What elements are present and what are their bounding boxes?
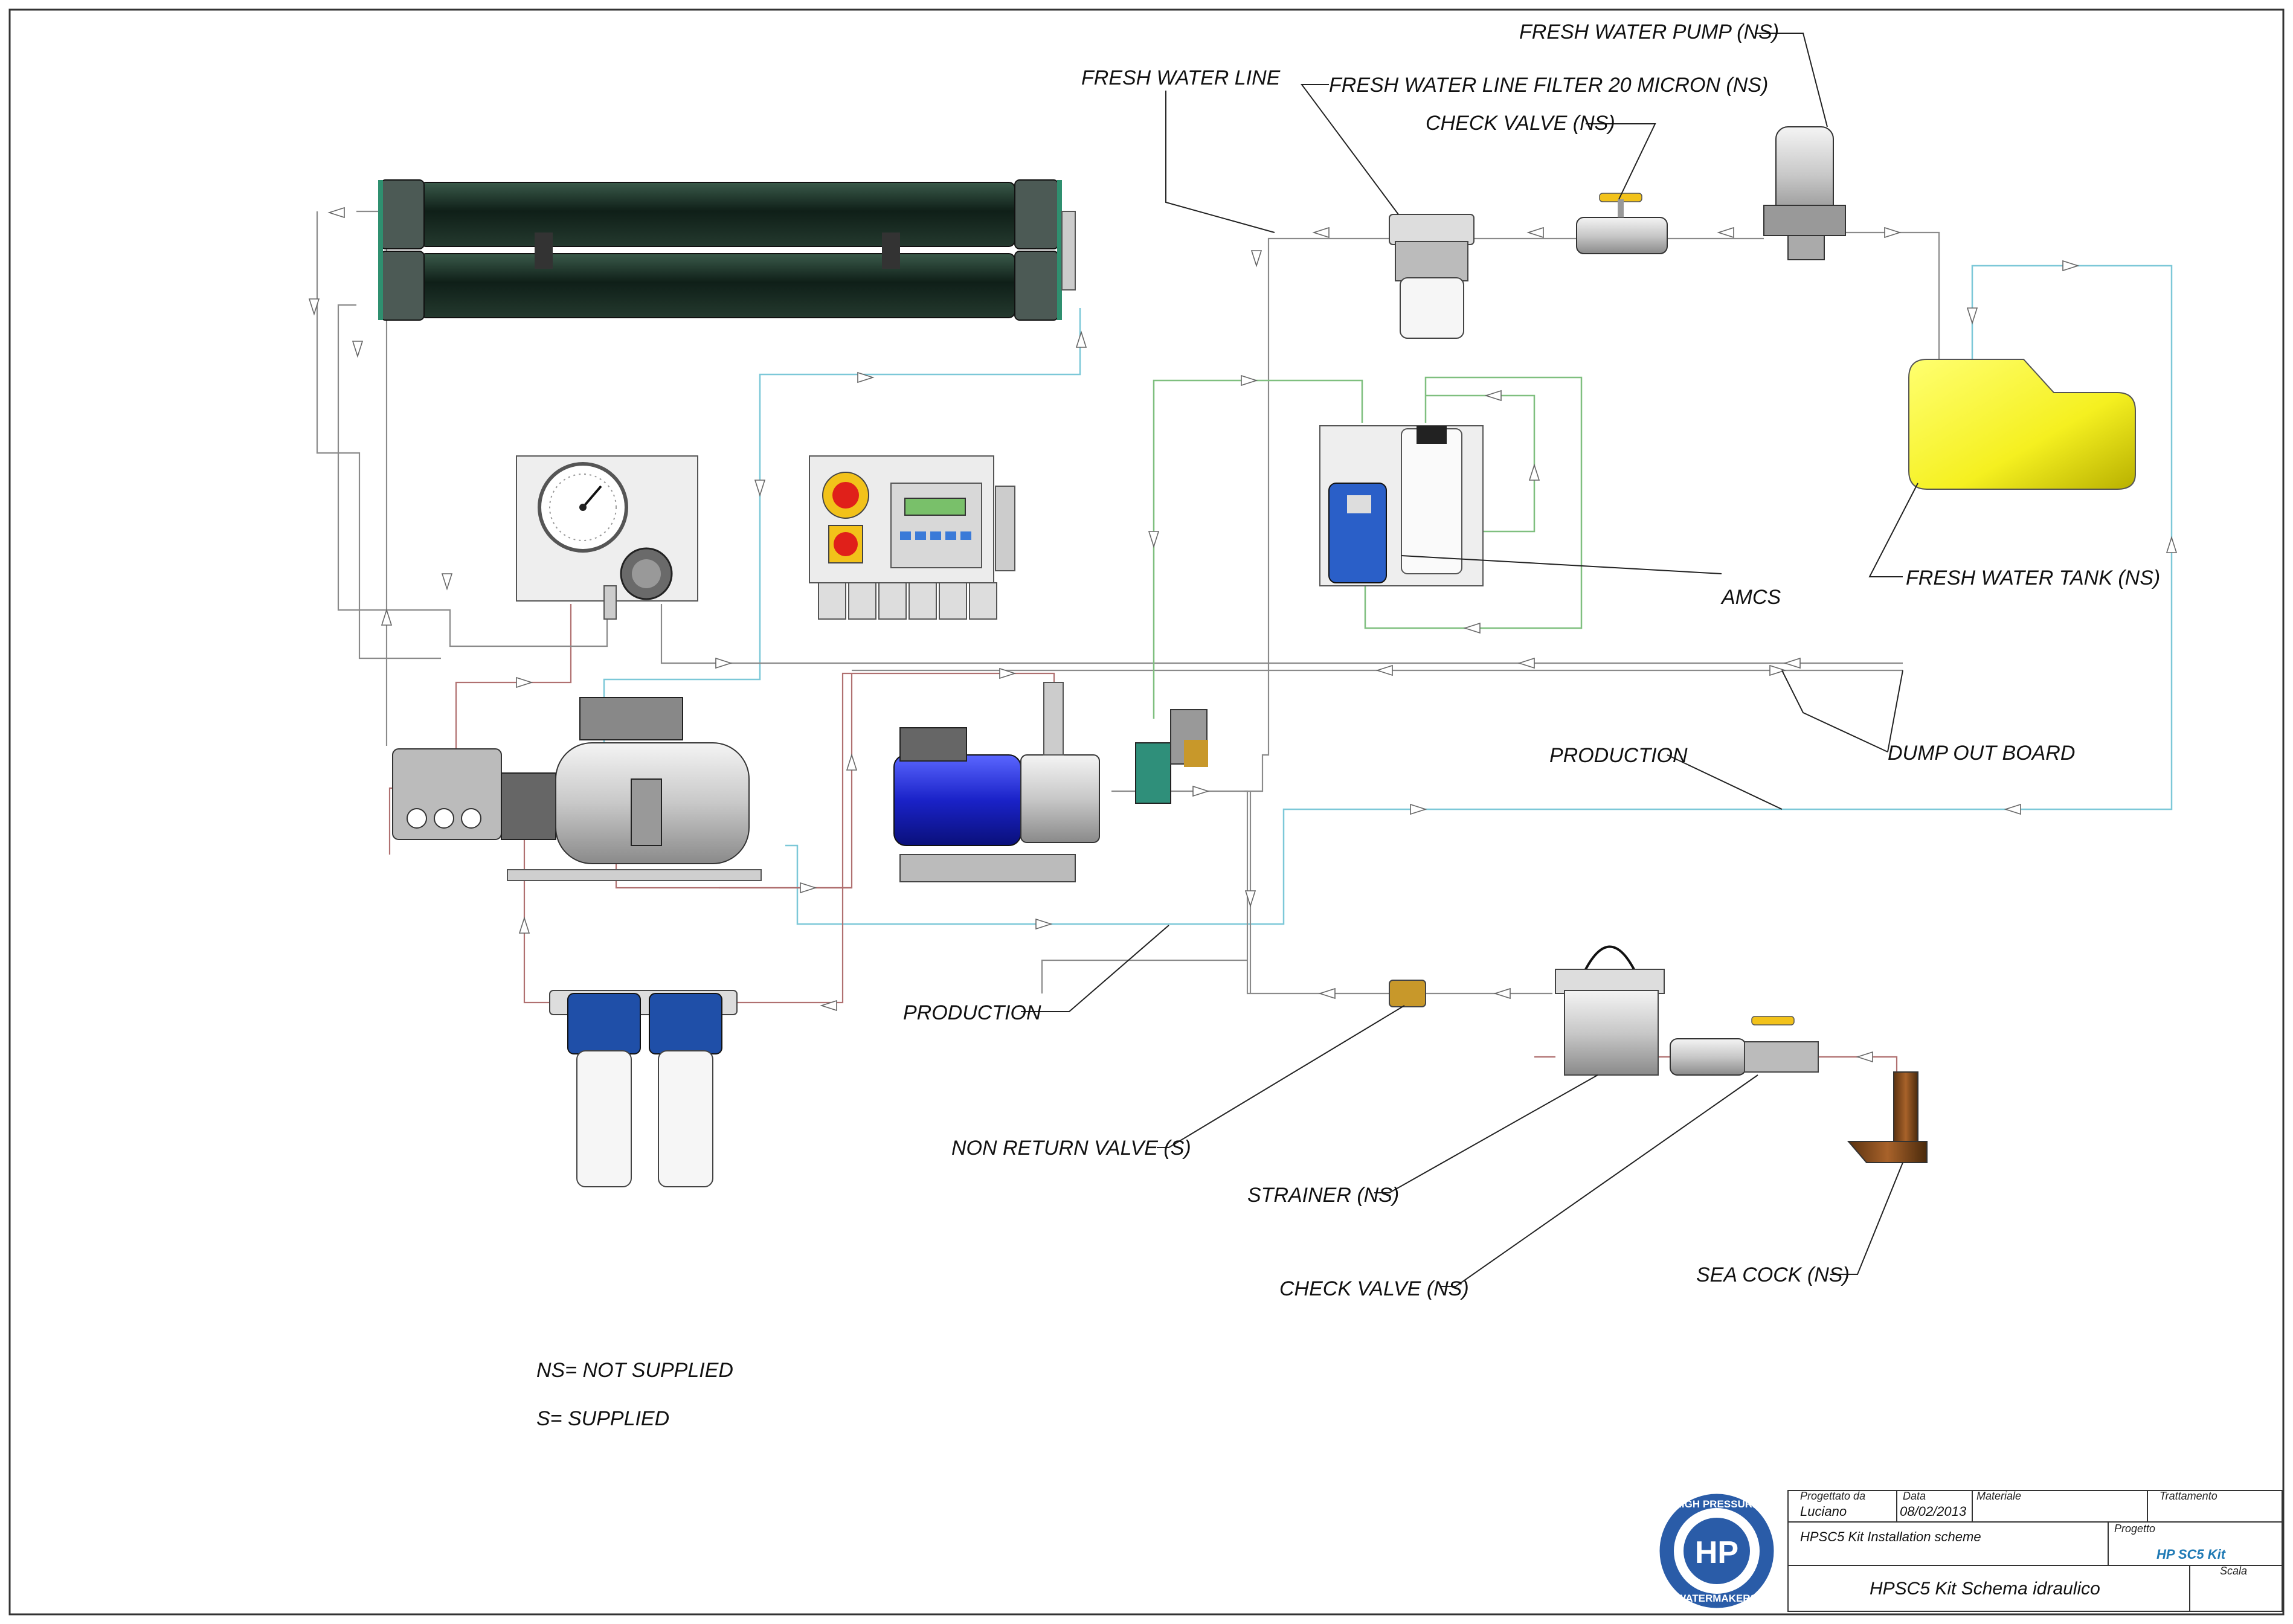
tb-project: HP SC5 Kit (2156, 1547, 2227, 1562)
label-strainer: STRAINER (NS) (1247, 1184, 1399, 1207)
tb-title: HPSC5 Kit Schema idraulico (1870, 1579, 2100, 1599)
pre-filters (549, 990, 738, 1187)
label-check-valve-top: CHECK VALVE (NS) (1426, 112, 1615, 135)
non-return-valve (1389, 980, 1426, 1007)
tb-description: HPSC5 Kit Installation scheme (1800, 1529, 1981, 1544)
label-fresh-water-tank: FRESH WATER TANK (NS) (1906, 566, 2160, 589)
amcs-dosing-unit (1319, 425, 1484, 586)
logo-text-bottom: WATERMAKERS (1676, 1593, 1757, 1604)
legend-supplied: S= SUPPLIED (536, 1407, 669, 1430)
legend-not-supplied: NS= NOT SUPPLIED (536, 1359, 733, 1382)
sea-cock (1847, 1071, 1928, 1163)
label-amcs: AMCS (1720, 586, 1781, 609)
leader-lines (1021, 33, 1918, 1287)
label-fresh-water-line-filter: FRESH WATER LINE FILTER 20 MICRON (NS) (1329, 74, 1768, 97)
tb-date-label: Data (1903, 1490, 1926, 1502)
label-fresh-water-line: FRESH WATER LINE (1081, 66, 1281, 89)
ro-membranes (378, 179, 1076, 321)
strainer (1555, 945, 1665, 1076)
label-dump-out-board: DUMP OUT BOARD (1888, 742, 2075, 765)
tb-scale-label: Scala (2220, 1565, 2247, 1577)
label-production-right: PRODUCTION (1549, 744, 1688, 767)
hp-logo: HP HIGH PRESSURE WATERMAKERS (1659, 1494, 1774, 1608)
control-panel (809, 455, 1015, 620)
high-pressure-pump-motor (392, 697, 762, 881)
logo-letters: HP (1695, 1535, 1738, 1570)
fresh-water-pump (1763, 126, 1846, 260)
tb-designed-by-label: Progettato da (1800, 1490, 1865, 1502)
drawing-frame (8, 8, 2285, 1616)
tb-treatment-label: Trattamento (2160, 1490, 2217, 1502)
label-check-valve-bottom: CHECK VALVE (NS) (1279, 1277, 1469, 1300)
flow-arrows (308, 207, 2178, 1063)
check-valve-top (1576, 193, 1668, 254)
logo-text-top: HIGH PRESSURE (1674, 1498, 1760, 1510)
title-block: Progettato da Luciano Data 08/02/2013 Ma… (1787, 1490, 2283, 1612)
label-fresh-water-pump: FRESH WATER PUMP (NS) (1519, 21, 1779, 43)
label-production-left: PRODUCTION (903, 1001, 1041, 1024)
check-valve-bottom (1670, 1016, 1819, 1076)
fresh-water-tank (1908, 359, 2136, 490)
label-non-return-valve: NON RETURN VALVE (S) (951, 1137, 1191, 1160)
pipe-network (316, 210, 2173, 1072)
tb-date: 08/02/2013 (1900, 1504, 1967, 1519)
tb-material-label: Materiale (1976, 1490, 2021, 1502)
label-sea-cock: SEA COCK (NS) (1696, 1263, 1850, 1286)
tb-designed-by: Luciano (1800, 1504, 1847, 1519)
booster-pump (893, 682, 1208, 882)
pressure-gauge-panel (516, 455, 698, 620)
tb-project-label: Progetto (2114, 1523, 2155, 1535)
fresh-water-filter (1389, 214, 1475, 339)
